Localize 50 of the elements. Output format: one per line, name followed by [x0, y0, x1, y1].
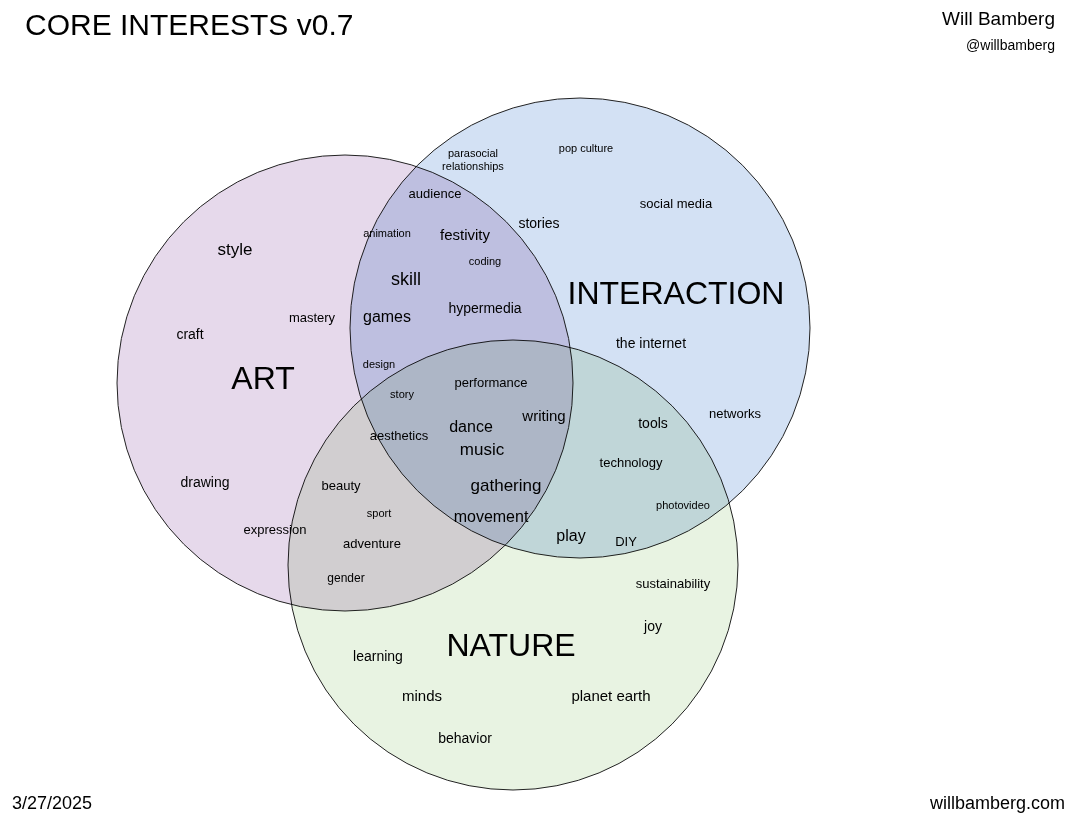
topic-word: stories [518, 214, 560, 232]
topic-word: behavior [438, 729, 492, 747]
topic-word: planet earth [571, 687, 651, 705]
topic-word: minds [402, 687, 442, 705]
topic-word: tools [638, 414, 668, 432]
topic-word: parasocial relationships [441, 147, 505, 173]
topic-word: sustainability [635, 576, 711, 592]
topic-word: coding [468, 254, 502, 268]
topic-word: aesthetics [369, 428, 429, 444]
topic-word: drawing [180, 473, 230, 491]
topic-word: dance [449, 417, 493, 437]
topic-word: play [556, 526, 586, 546]
topic-word: technology [599, 455, 663, 471]
topic-word: networks [709, 406, 761, 422]
set-name: ART [231, 359, 295, 397]
topic-word: movement [453, 507, 529, 527]
topic-word: expression [243, 522, 307, 538]
topic-word: story [390, 387, 414, 401]
topic-word: pop culture [558, 141, 614, 155]
topic-word: hypermedia [448, 299, 522, 317]
topic-word: social media [639, 196, 713, 212]
topic-word: mastery [288, 310, 336, 326]
topic-word: photovideo [656, 498, 710, 512]
topic-word: festivity [440, 226, 490, 244]
set-name: INTERACTION [567, 274, 785, 312]
topic-word: joy [644, 617, 662, 635]
topic-word: sport [366, 506, 392, 520]
topic-word: DIY [615, 534, 637, 550]
topic-word: adventure [343, 536, 401, 552]
topic-word: gathering [470, 476, 542, 496]
topic-word: performance [454, 375, 528, 391]
topic-word: the internet [615, 334, 687, 352]
topic-word: style [217, 240, 253, 260]
topic-word: animation [363, 226, 411, 240]
topic-word: gender [327, 572, 365, 586]
author-name: Will Bamberg [942, 8, 1055, 30]
topic-word: skill [391, 268, 421, 290]
topic-word: craft [176, 325, 204, 343]
diagram-title: CORE INTERESTS v0.7 [25, 8, 354, 43]
author-handle: @willbamberg [966, 37, 1055, 54]
set-name: NATURE [446, 626, 576, 664]
topic-word: beauty [321, 478, 361, 494]
topic-word: design [362, 357, 396, 371]
date: 3/27/2025 [12, 793, 93, 814]
topic-word: audience [408, 186, 462, 202]
topic-word: games [363, 307, 411, 327]
topic-word: music [459, 440, 505, 460]
topic-word: writing [522, 407, 566, 425]
topic-word: learning [353, 647, 403, 665]
website-address: willbamberg.com [929, 793, 1065, 814]
